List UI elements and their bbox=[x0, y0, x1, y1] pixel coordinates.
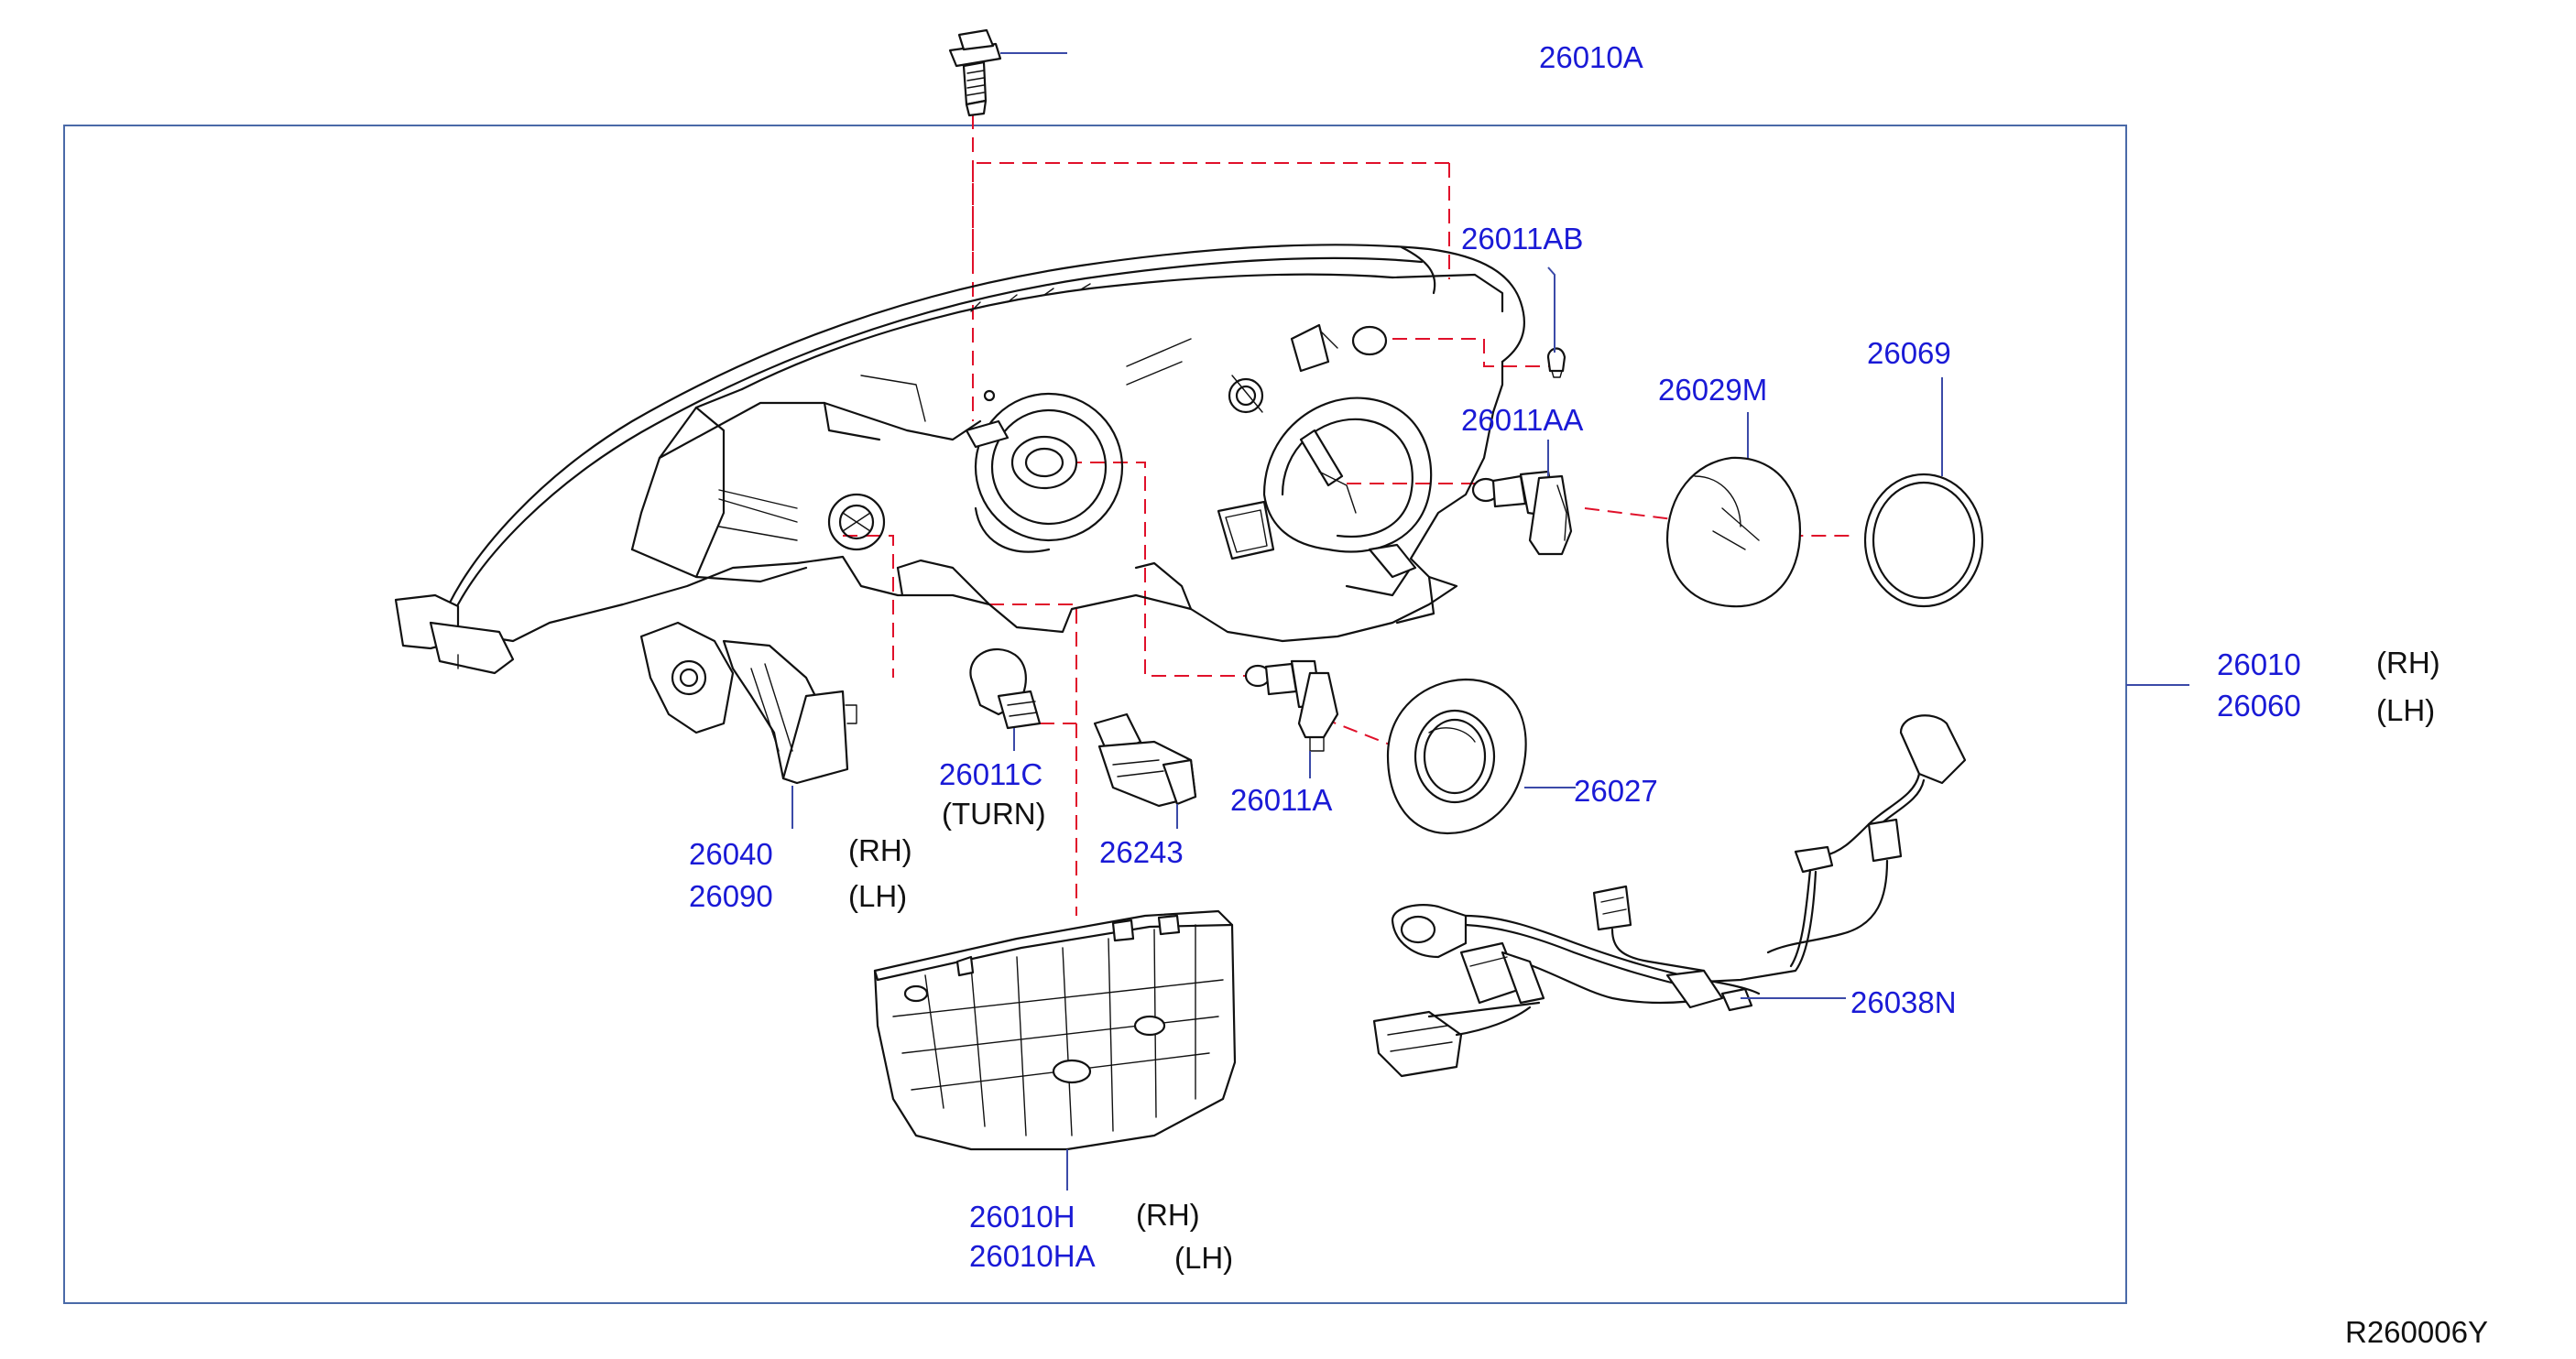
bulb-26011a bbox=[1244, 659, 1339, 752]
label-26010a: 26010A bbox=[1539, 40, 1643, 74]
assembly-frame bbox=[63, 125, 2127, 1304]
cap-26029m bbox=[1665, 456, 1802, 608]
label-26069: 26069 bbox=[1867, 336, 1951, 370]
label-26011c: 26011C bbox=[939, 757, 1042, 791]
headlamp-housing bbox=[394, 244, 1525, 675]
wiring-harness-26038n bbox=[1372, 714, 1967, 1078]
label-26011aa: 26011AA bbox=[1461, 403, 1583, 437]
leader-26011ab bbox=[1547, 266, 1555, 353]
label-26040-side-rh: (RH) bbox=[848, 833, 912, 867]
cover-26010h bbox=[873, 909, 1237, 1151]
diagram-reference-code: R260006Y bbox=[2345, 1315, 2488, 1349]
label-26010h-rh: 26010H bbox=[969, 1200, 1075, 1234]
label-26060-lh: 26060 bbox=[2217, 689, 2301, 723]
label-26010h-side-rh: (RH) bbox=[1136, 1198, 1200, 1232]
bulb-26011aa bbox=[1471, 470, 1573, 556]
label-26011a: 26011A bbox=[1230, 783, 1332, 817]
label-26090-side-lh: (LH) bbox=[848, 879, 907, 913]
label-26040-rh: 26040 bbox=[689, 837, 773, 871]
cap-26027 bbox=[1386, 678, 1527, 835]
label-26011ab: 26011AB bbox=[1461, 222, 1583, 255]
label-26027: 26027 bbox=[1574, 774, 1658, 808]
bulb-26011c bbox=[969, 647, 1042, 730]
label-26060-side-lh: (LH) bbox=[2376, 693, 2435, 727]
seal-ring-26069 bbox=[1863, 473, 1984, 608]
label-26010-rh: 26010 bbox=[2217, 647, 2301, 681]
label-26010ha-side-lh: (LH) bbox=[1174, 1241, 1233, 1275]
bolt-26010a bbox=[948, 28, 1002, 117]
dashed-guide-lines bbox=[843, 114, 1850, 916]
socket-26243 bbox=[1093, 712, 1197, 808]
bulb-26011ab bbox=[1546, 347, 1566, 378]
label-26010ha-lh: 26010HA bbox=[969, 1239, 1096, 1273]
label-26090-lh: 26090 bbox=[689, 879, 773, 913]
label-turn: (TURN) bbox=[942, 797, 1046, 831]
label-26029m: 26029M bbox=[1658, 373, 1767, 407]
bracket-26040 bbox=[639, 621, 857, 785]
label-26010-side-rh: (RH) bbox=[2376, 646, 2440, 680]
label-26038n: 26038N bbox=[1850, 985, 1957, 1019]
label-26243: 26243 bbox=[1099, 835, 1184, 869]
